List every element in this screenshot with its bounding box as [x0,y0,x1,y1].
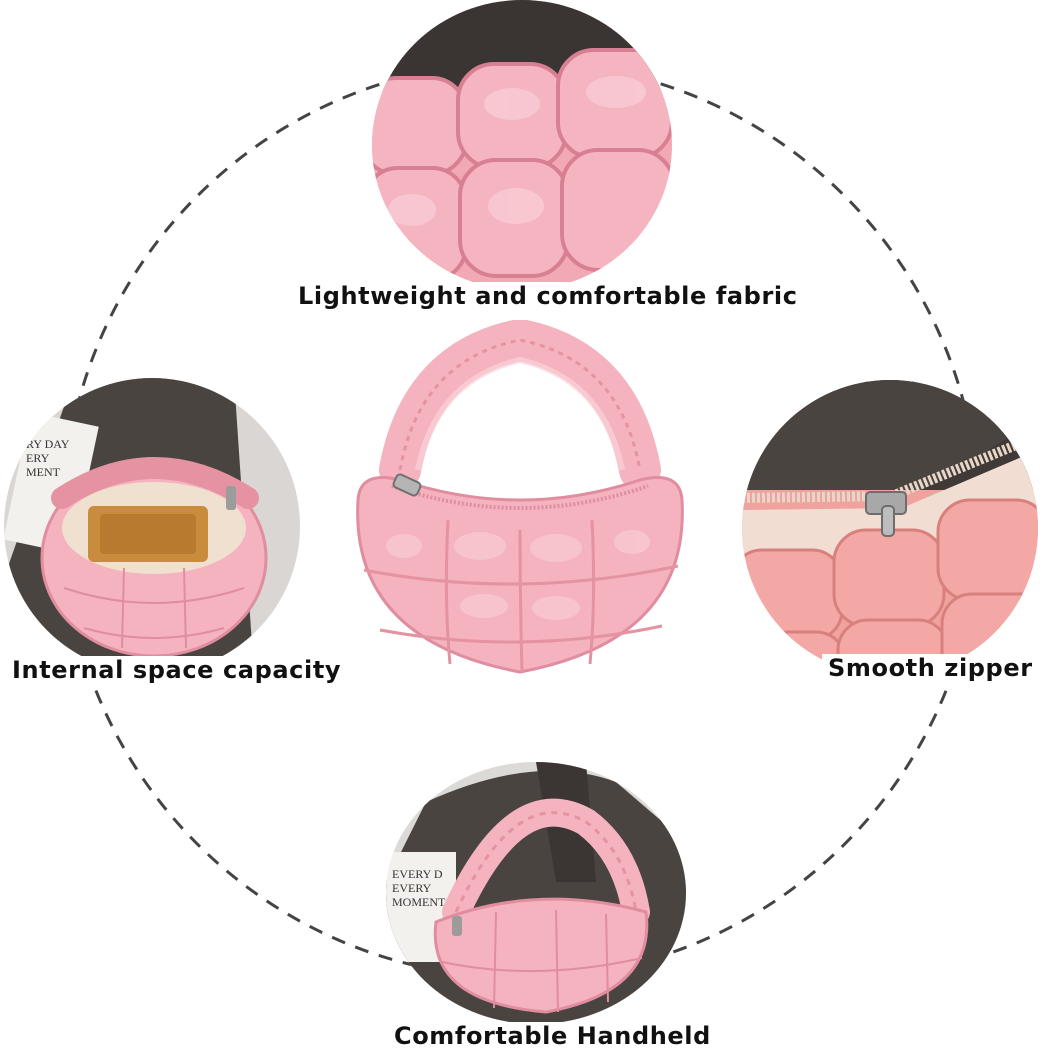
caption-capacity: Internal space capacity [6,656,348,684]
center-bag-image [340,320,700,692]
caption-zipper: Smooth zipper [822,654,1039,682]
internal-space-photo: RY DAY ERY MENT [4,378,300,674]
book-text-left: RY DAY ERY MENT [26,437,72,479]
caption-handheld: Comfortable Handheld [388,1022,717,1050]
caption-fabric: Lightweight and comfortable fabric [292,282,804,310]
handheld-photo: EVERY D EVERY MOMENT [386,762,686,1024]
zipper-closeup-photo [742,380,1038,676]
fabric-closeup-photo [372,0,672,290]
book-text-bottom: EVERY D EVERY MOMENT [392,867,446,909]
